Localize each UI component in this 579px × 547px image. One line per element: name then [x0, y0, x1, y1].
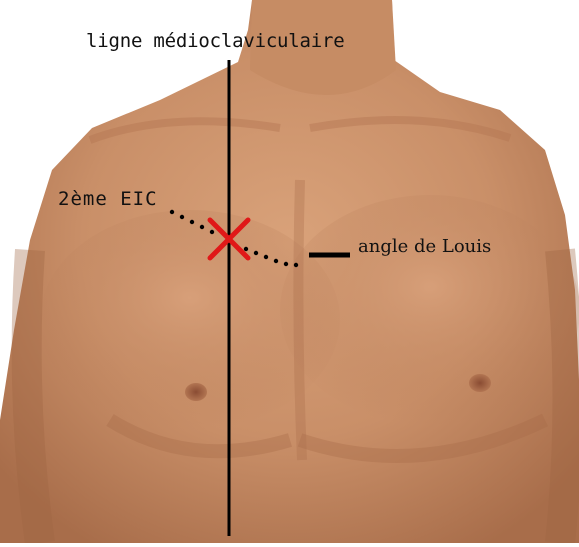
angle-de-louis-label: angle de Louis	[358, 238, 491, 256]
left-arm-shade	[27, 250, 40, 543]
left-nipple	[185, 383, 207, 401]
right-arm-shade	[560, 250, 568, 543]
sternum-shade	[298, 180, 302, 460]
second-intercostal-space-label: 2ème EIC	[58, 190, 158, 209]
midclavicular-line-label: ligne médioclaviculaire	[86, 32, 345, 51]
right-pectoral	[280, 195, 579, 425]
right-nipple	[469, 374, 491, 392]
